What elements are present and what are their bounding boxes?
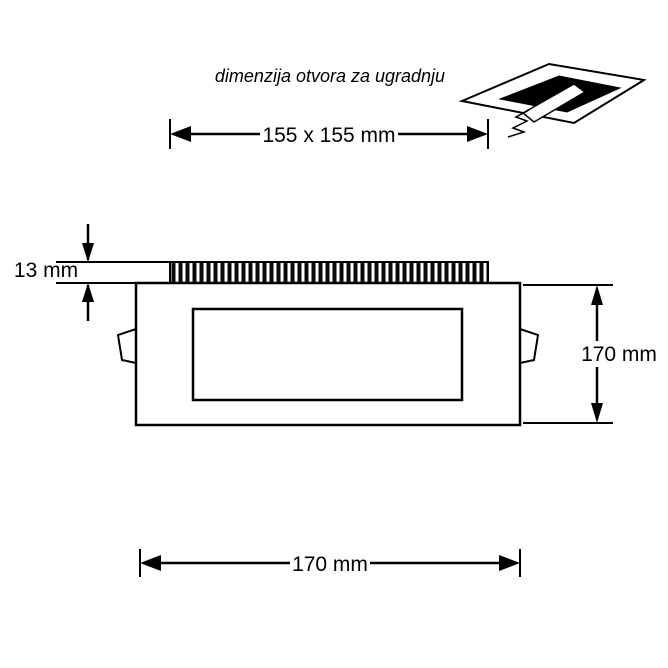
- screw-icon: [507, 83, 587, 138]
- arrowhead-left: [170, 126, 191, 142]
- dimension-depth: 13 mm: [14, 224, 170, 321]
- dimension-width: 170 mm: [139, 549, 521, 577]
- cutout-dimension-label: 155 x 155 mm: [262, 124, 395, 147]
- dimension-height: 170 mm: [523, 284, 657, 424]
- arrowhead-right: [467, 126, 488, 142]
- height-dimension-label: 170 mm: [581, 343, 657, 366]
- arrowhead-up: [82, 283, 94, 302]
- arrowhead-left: [140, 555, 161, 571]
- arrowhead-up: [591, 285, 603, 305]
- width-dimension-label: 170 mm: [292, 553, 368, 576]
- spring-clip-left: [116, 327, 137, 365]
- panel-cross-section: [116, 261, 540, 427]
- depth-dimension-label: 13 mm: [14, 259, 78, 282]
- spring-clip-right: [519, 327, 540, 365]
- light-window: [191, 307, 464, 402]
- heatsink-fins: [169, 261, 489, 284]
- screw-thread: [507, 109, 530, 138]
- ceiling-cutout-illustration: [458, 62, 647, 138]
- arrowhead-down: [591, 403, 603, 423]
- arrowhead-down: [82, 243, 94, 262]
- diagram-title: dimenzija otvora za ugradnju: [215, 66, 445, 86]
- arrowhead-right: [499, 555, 520, 571]
- screw-shaft: [521, 83, 587, 123]
- dimension-cutout-width: 155 x 155 mm: [169, 119, 489, 149]
